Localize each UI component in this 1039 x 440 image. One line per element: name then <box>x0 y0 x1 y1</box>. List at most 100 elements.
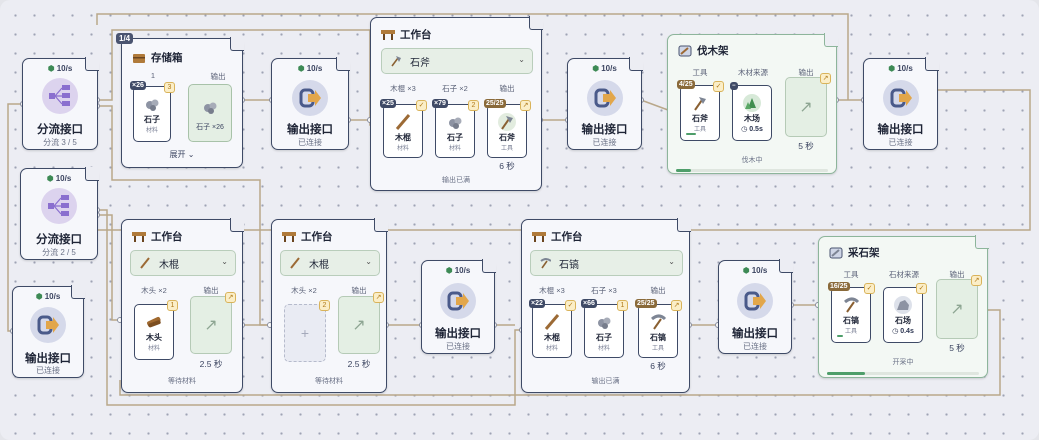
cube-icon: ⬢ <box>888 64 896 73</box>
node-sub: 分流 2 / 5 <box>42 248 76 257</box>
input-slot[interactable]: ×66 1 石子 材料 <box>581 299 628 358</box>
output-box[interactable]: ↗↗ <box>936 275 982 339</box>
input-slot[interactable]: ×25 ✓ 木棍 材料 <box>380 99 427 158</box>
stone-icon <box>598 317 611 329</box>
output-box[interactable]: ↗↗ <box>190 292 236 354</box>
output-port-icon <box>737 283 773 319</box>
storage-slot[interactable]: ×26 3 石子 材料 <box>130 81 175 142</box>
expand-toggle[interactable]: 展开 ⌄ <box>169 150 195 159</box>
storage-output[interactable]: 石子 ×26 <box>188 84 232 142</box>
check-icon: ✓ <box>565 300 576 311</box>
progress-bar <box>827 372 865 375</box>
input-slot[interactable]: ×79 2 石子 材料 <box>432 99 479 158</box>
node-title: 工作台 <box>151 231 183 243</box>
node-title: 工作台 <box>301 231 333 243</box>
node-title: 工作台 <box>400 29 432 41</box>
log-icon <box>147 316 161 328</box>
output-node[interactable]: ⬢10/s 输出接口 已连接 <box>271 57 350 150</box>
rate-label: ⬢10/s <box>297 64 323 73</box>
quarry-icon <box>829 247 843 259</box>
output-box[interactable]: ↗↗ <box>338 292 384 354</box>
output-port-icon <box>586 80 623 116</box>
node-title: 采石架 <box>848 247 880 259</box>
node-title: 输出接口 <box>581 124 628 136</box>
storage-node[interactable]: 1/4 存储箱 1 输出 ×26 3 石子 材料 石子 ×26 展开 ⌄ <box>116 33 244 168</box>
cube-icon: ⬢ <box>742 266 750 275</box>
status-text: 等待材料 <box>168 378 196 385</box>
output-port-icon <box>30 307 66 343</box>
arrow-icon: ↗ <box>373 292 384 303</box>
splitter-node[interactable]: ⬢10/s 分流接口 分流 2 / 5 <box>20 167 99 260</box>
status-text: 输出已满 <box>591 378 620 385</box>
status-text: 伐木中 <box>741 157 763 164</box>
stick-icon <box>544 314 560 330</box>
lumber-rack-node[interactable]: 伐木架 工具 木材来源 输出 4/25 ✓ 石斧 工具 − 木场 ◷ 0.5s … <box>667 33 838 174</box>
tool-slot[interactable]: 4/25 ✓ 石斧 工具 <box>677 80 724 141</box>
recipe-select[interactable]: 木棍⌄ <box>280 250 380 276</box>
rate-label: ⬢10/s <box>742 266 768 275</box>
rate-label: ⬢10/s <box>47 64 73 73</box>
check-icon: ✓ <box>713 81 724 92</box>
cube-icon: ⬢ <box>592 64 600 73</box>
rate-label: ⬢10/s <box>46 174 72 183</box>
rate-label: ⬢10/s <box>592 64 617 73</box>
status-text: 输出已满 <box>442 177 470 184</box>
source-slot[interactable]: ✓ 石场 ◷ 0.4s <box>883 283 927 343</box>
minus-icon[interactable]: − <box>730 82 738 90</box>
input-slot[interactable]: 1 木头 材料 <box>134 300 178 360</box>
stone-pickaxe-icon <box>844 297 860 313</box>
output-slot[interactable]: 25/25 ↗ 石镐 工具 <box>635 299 682 358</box>
workbench-node[interactable]: 工作台 木棍⌄ 木头 ×2 输出 1 木头 材料 ↗↗ 2.5 秒 等待材料 <box>121 218 244 393</box>
stone-axe-icon <box>694 97 706 111</box>
cube-icon: ⬢ <box>47 64 55 73</box>
output-slot[interactable]: 25/25 ↗ 石斧 工具 <box>484 99 531 158</box>
splitter-node[interactable]: ⬢10/s 分流接口 分流 3 / 5 <box>22 57 99 150</box>
chevron-down-icon: ⌄ <box>668 257 675 266</box>
stick-icon <box>395 114 411 130</box>
stone-axe-icon <box>498 113 516 131</box>
workbench-node[interactable]: 工作台 石镐⌄ 木棍 ×3 石子 ×3 输出 ×22 ✓ 木棍 材料 ×66 1… <box>521 218 691 393</box>
output-node[interactable]: ⬢10/s 输出接口 已连接 <box>863 57 939 150</box>
recipe-select[interactable]: 石斧⌄ <box>381 48 533 74</box>
input-slot[interactable]: ×22 ✓ 木棍 材料 <box>529 299 576 358</box>
output-box[interactable]: ↗↗ <box>785 73 831 137</box>
output-port-icon <box>440 283 476 319</box>
node-sub: 已连接 <box>446 342 470 351</box>
source-slot[interactable]: − 木场 ◷ 0.5s <box>730 82 772 141</box>
output-node[interactable]: ⬢10/s 输出接口 已连接 <box>567 57 643 150</box>
workbench-icon <box>381 29 395 41</box>
node-title: 存储箱 <box>151 52 183 64</box>
workbench-node[interactable]: 工作台 石斧⌄ 木棍 ×3 石子 ×2 输出 ×25 ✓ 木棍 材料 ×79 2… <box>370 16 543 191</box>
output-node[interactable]: ⬢10/s 输出接口 已连接 <box>421 259 496 354</box>
stone-axe-icon <box>391 56 401 67</box>
recipe-select[interactable]: 木棍⌄ <box>130 250 236 276</box>
rate-label: ⬢10/s <box>35 292 61 301</box>
stick-icon <box>290 257 300 269</box>
node-title: 工作台 <box>551 231 583 243</box>
cube-icon: ⬢ <box>445 266 453 275</box>
workbench-icon <box>282 231 296 243</box>
stone-icon <box>146 99 159 111</box>
chevron-down-icon: ⌄ <box>365 257 372 266</box>
chevron-down-icon: ⌄ <box>221 257 228 266</box>
node-sub: 已连接 <box>888 138 913 147</box>
output-node[interactable]: ⬢10/s 输出接口 已连接 <box>12 285 85 378</box>
arrow-icon: ↗ <box>225 292 236 303</box>
output-port-icon <box>292 80 328 116</box>
recipe-select[interactable]: 石镐⌄ <box>530 250 683 276</box>
workbench-node[interactable]: 工作台 木棍⌄ 木头 ×2 输出 2 + ↗↗ 2.5 秒 等待材料 <box>271 218 388 393</box>
quarry-node[interactable]: 采石架 工具 石材来源 输出 16/25 ✓ 石镐 工具 ✓ 石场 ◷ 0.4s… <box>818 235 989 378</box>
capacity-badge: 1/4 <box>116 33 134 44</box>
check-icon: ✓ <box>416 100 427 111</box>
node-title: 分流接口 <box>37 124 83 136</box>
rate-label: ⬢10/s <box>888 64 913 73</box>
node-title: 输出接口 <box>287 124 333 136</box>
tool-slot[interactable]: 16/25 ✓ 石镐 工具 <box>828 282 875 343</box>
node-title: 输出接口 <box>732 328 778 340</box>
chevron-down-icon: ⌄ <box>518 55 525 64</box>
output-node[interactable]: ⬢10/s 输出接口 已连接 <box>718 259 793 354</box>
stone-icon <box>449 117 462 129</box>
empty-slot[interactable]: 2 + <box>284 300 330 362</box>
node-sub: 已连接 <box>743 342 767 351</box>
